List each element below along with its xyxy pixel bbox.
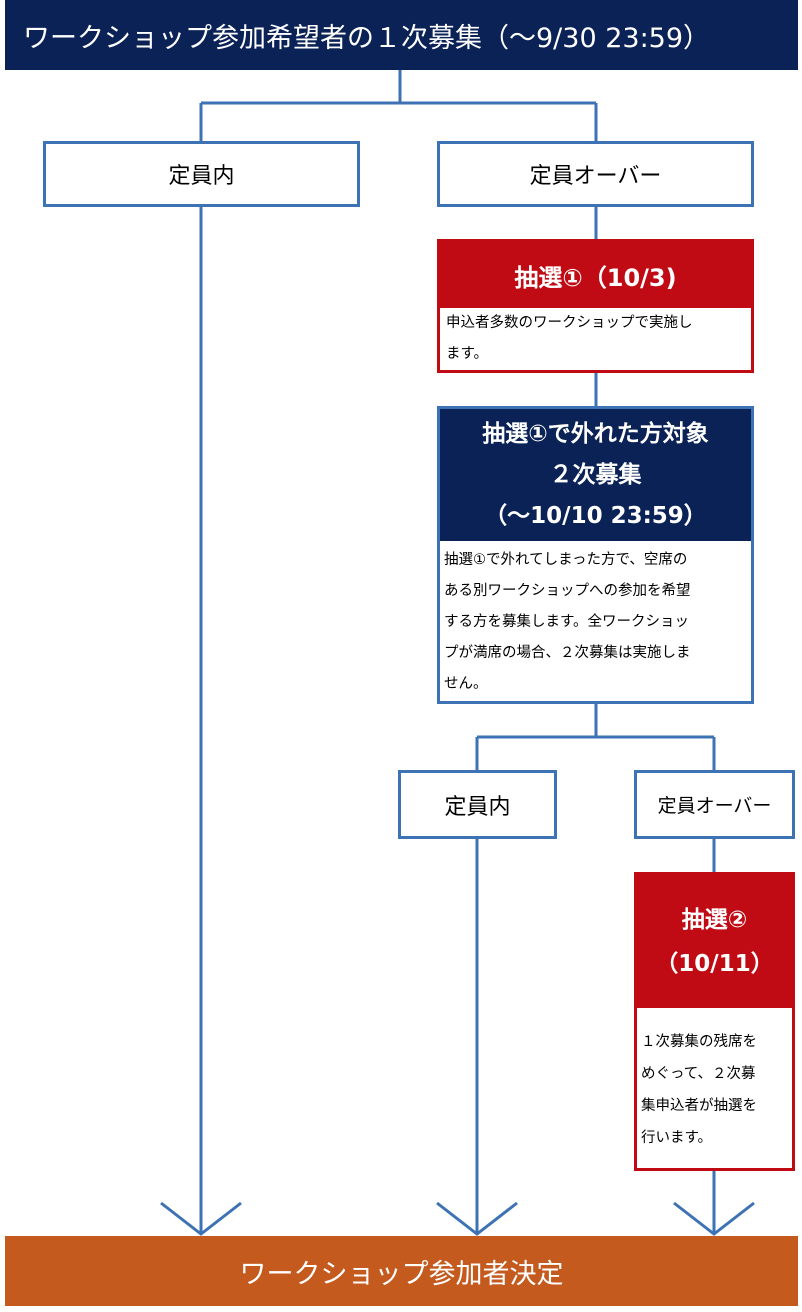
second-recruitment-title-line: ２次募集 [549,461,642,488]
over-capacity-label-1: 定員オーバー [529,164,662,189]
lottery-1-description-line: ます。 [446,346,489,362]
lottery-2-description-line: めぐって、２次募 [641,1066,756,1082]
lottery-1-description: 申込者多数のワークショップで実施し ます。 [440,308,751,370]
lottery-2-description-line: １次募集の残席を [641,1034,757,1050]
participants-decided-title: ワークショップ参加者決定 [239,1258,564,1290]
first-recruitment-title: ワークショップ参加希望者の１次募集（〜9/30 23:59） [23,22,711,54]
participants-decided-banner: ワークショップ参加者決定 [5,1236,798,1306]
second-recruitment-description-line: せん。 [444,676,488,692]
second-recruitment-description-line: プが満席の場合、２次募集は実施しま [444,645,691,661]
over-capacity-label-2: 定員オーバー [657,795,772,817]
lottery-2-title-line: 抽選② [681,906,748,933]
first-recruitment-banner: ワークショップ参加希望者の１次募集（〜9/30 23:59） [5,0,798,70]
over-capacity-node-2: 定員オーバー [634,770,795,839]
over-capacity-node-1: 定員オーバー [437,141,754,207]
lottery-2-description-line: 集申込者が抽選を [641,1098,757,1114]
lottery-2-description: １次募集の残席を めぐって、２次募 集申込者が抽選を 行います。 [637,1008,792,1154]
within-capacity-label-1: 定員内 [168,164,235,189]
lottery-1-description-line: 申込者多数のワークショップで実施し [446,315,693,331]
second-recruitment-description: 抽選①で外れてしまった方で、空席の ある別ワークショップへの参加を希望 する方を… [440,541,751,700]
within-capacity-node-1: 定員内 [43,141,360,207]
arrowhead-right [673,1201,755,1236]
within-capacity-node-2: 定員内 [398,770,557,839]
second-recruitment-description-line: 抽選①で外れてしまった方で、空席の [444,552,688,568]
lottery-2-title-line: （10/11） [655,950,774,977]
second-recruitment-box: 抽選①で外れた方対象 ２次募集 （〜10/10 23:59） 抽選①で外れてしま… [437,406,754,704]
second-recruitment-description-line: ある別ワークショップへの参加を希望 [444,583,691,599]
lottery-1-box: 抽選①（10/3) 申込者多数のワークショップで実施し ます。 [437,239,754,373]
lottery-2-description-line: 行います。 [641,1130,713,1146]
second-recruitment-description-line: する方を募集します。全ワークショッ [444,614,690,630]
within-capacity-label-2: 定員内 [444,794,511,820]
second-recruitment-title-line: 抽選①で外れた方対象 [482,420,709,447]
lottery-2-header: 抽選② （10/11） [637,875,792,1008]
lottery-1-title: 抽選①（10/3) [514,263,677,292]
lottery-1-header: 抽選①（10/3) [440,242,751,308]
lottery-2-box: 抽選② （10/11） １次募集の残席を めぐって、２次募 集申込者が抽選を 行… [634,872,795,1171]
second-recruitment-title-line: （〜10/10 23:59） [484,502,707,529]
arrowhead-middle [436,1201,518,1236]
arrowhead-left [160,1201,242,1236]
second-recruitment-header: 抽選①で外れた方対象 ２次募集 （〜10/10 23:59） [440,409,751,541]
